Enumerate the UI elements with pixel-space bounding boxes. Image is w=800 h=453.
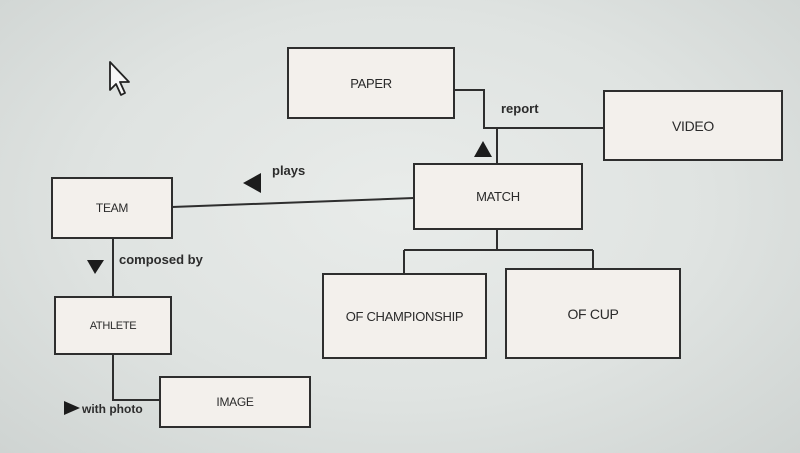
relationship-report-label: report <box>501 101 539 116</box>
entity-of-cup[interactable]: OF CUP <box>505 268 681 359</box>
entity-athlete[interactable]: ATHLETE <box>54 296 172 355</box>
entity-of-cup-label: OF CUP <box>567 305 619 322</box>
entity-athlete-label: ATHLETE <box>89 319 137 332</box>
entity-video-label: VIDEO <box>671 117 715 134</box>
triangle-up-icon <box>474 141 492 157</box>
athlete-image-connector <box>112 354 160 401</box>
entity-paper[interactable]: PAPER <box>287 47 455 119</box>
entity-match[interactable]: MATCH <box>413 163 583 230</box>
entity-image-label: IMAGE <box>216 395 254 409</box>
relationship-with-photo-label: with photo <box>82 402 143 416</box>
paper-match-connector <box>454 89 498 165</box>
entity-match-label: MATCH <box>476 189 520 204</box>
entity-of-championship[interactable]: OF CHAMPIONSHIP <box>322 273 487 359</box>
entity-paper-label: PAPER <box>350 75 392 91</box>
entity-team[interactable]: TEAM <box>51 177 173 239</box>
relationship-plays-label: plays <box>272 163 306 178</box>
mouse-pointer-icon <box>109 61 130 96</box>
triangle-right-icon <box>64 401 80 415</box>
triangle-down-icon <box>87 260 104 274</box>
triangle-left-icon <box>243 173 261 193</box>
entity-team-label: TEAM <box>95 201 129 215</box>
entity-image[interactable]: IMAGE <box>159 376 311 428</box>
entity-video[interactable]: VIDEO <box>603 90 783 161</box>
relationship-composed-by-label: composed by <box>119 252 203 267</box>
entity-of-championship-label: OF CHAMPIONSHIP <box>345 308 464 324</box>
team-match-connector <box>171 197 415 208</box>
